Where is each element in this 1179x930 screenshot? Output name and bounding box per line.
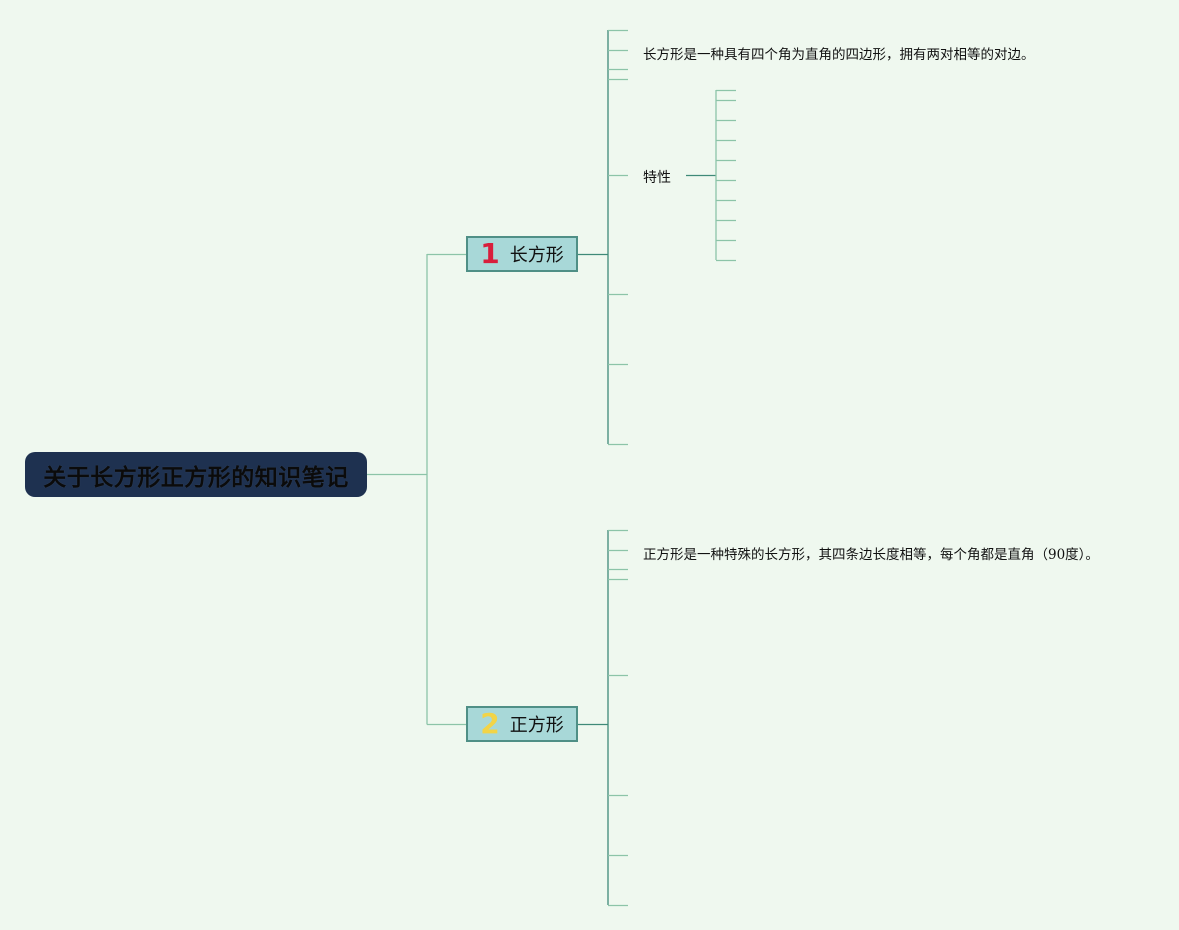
number-two-icon: 2 [480,707,500,740]
root-node[interactable]: 关于长方形正方形的知识笔记 [25,452,367,497]
square-definition[interactable]: 正方形是一种特殊的长方形，其四条边长度相等，每个角都是直角（90度）。 [643,547,1099,563]
rectangle-definition[interactable]: 长方形是一种具有四个角为直角的四边形，拥有两对相等的对边。 [643,47,1035,63]
number-one-icon: 1 [480,237,500,270]
branch-node-square[interactable]: 2 正方形 [466,706,578,742]
rectangle-properties-node[interactable]: 特性 [643,170,671,186]
branch-label-rectangle: 长方形 [509,245,564,266]
branch-label-square: 正方形 [509,715,564,736]
root-title: 关于长方形正方形的知识笔记 [43,464,349,491]
branch-node-rectangle[interactable]: 1 长方形 [466,236,578,272]
